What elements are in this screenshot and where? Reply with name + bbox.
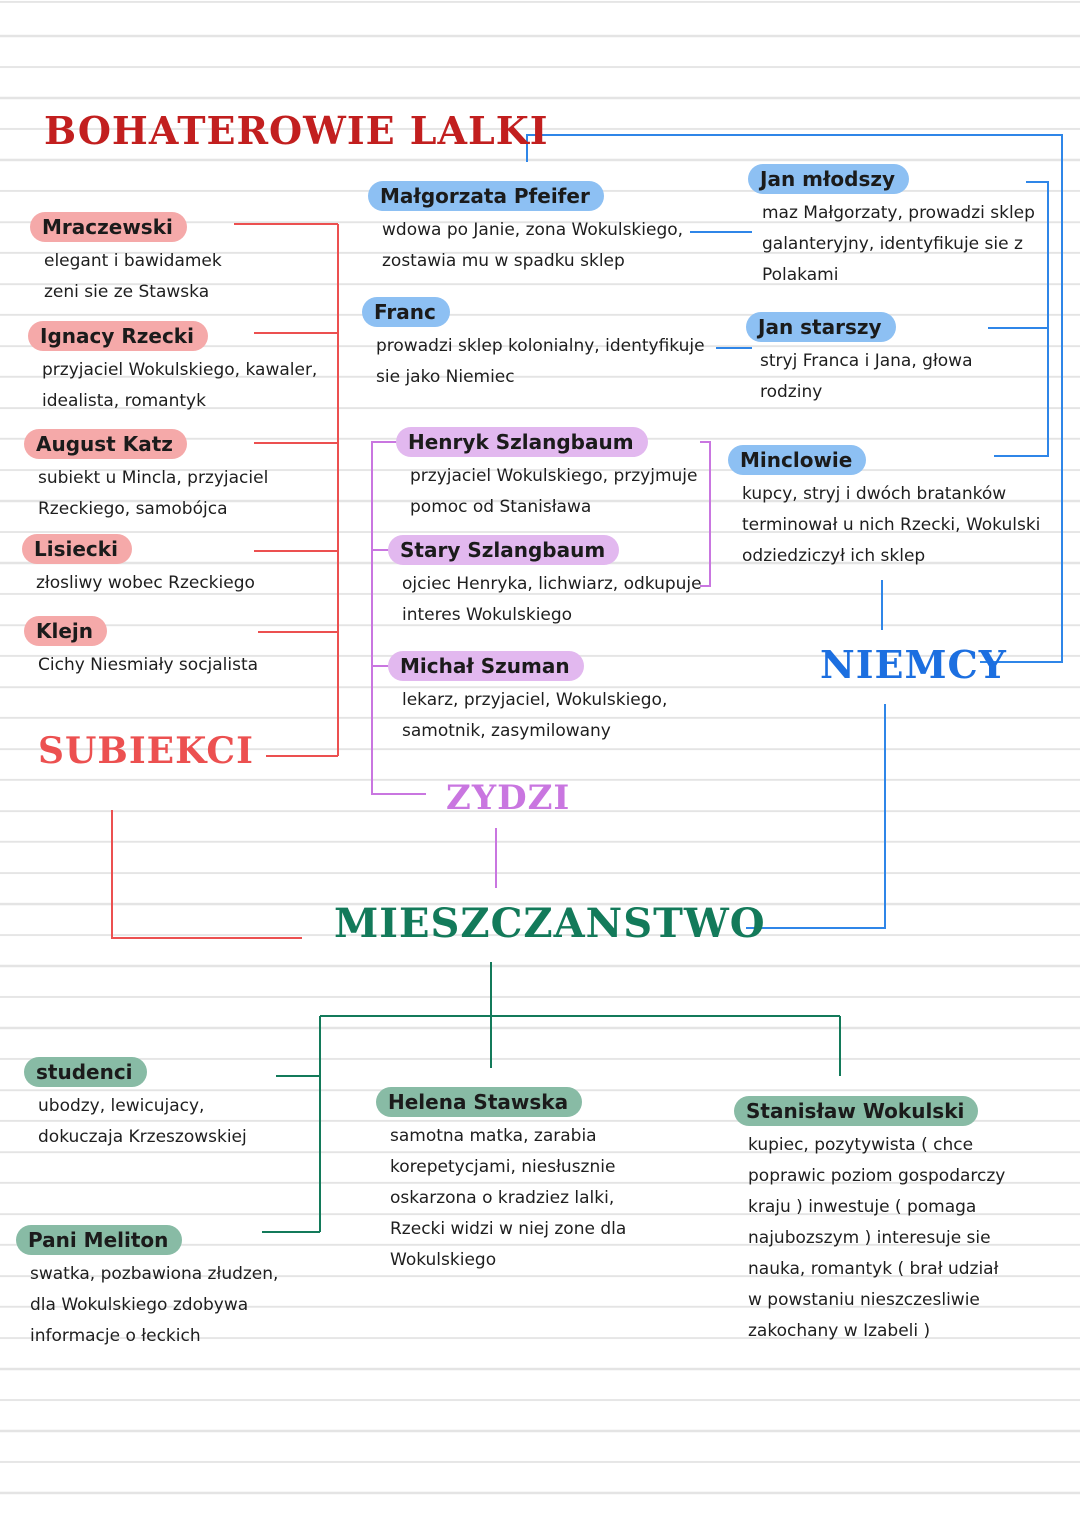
character-description: wdowa po Janie, zona Wokulskiego, zostaw…	[382, 220, 684, 271]
character-description: kupcy, stryj i dwóch bratanków terminowa…	[742, 484, 1041, 566]
character-card-jan-mlodszy: Jan młodszy maz Małgorzaty, prowadzi skl…	[748, 164, 1035, 291]
character-name: August Katz	[24, 429, 187, 459]
character-description: swatka, pozbawiona złudzen, dla Wokulski…	[30, 1264, 279, 1346]
character-card-ignacy-rzecki: Ignacy Rzecki przyjaciel Wokulskiego, ka…	[28, 321, 317, 417]
character-description: Cichy Niesmiały socjalista	[38, 655, 259, 675]
niemcy-connectors	[526, 134, 1063, 929]
character-name: Ignacy Rzecki	[28, 321, 208, 351]
group-label-mieszczanstwo: MIESZCZANSTWO	[334, 900, 766, 947]
character-name: Pani Meliton	[16, 1225, 183, 1255]
character-name: Stanisław Wokulski	[734, 1096, 979, 1126]
character-description: złosliwy wobec Rzeckiego	[36, 573, 255, 593]
character-card-stanislaw-wokulski: Stanisław Wokulski kupiec, pozytywista (…	[734, 1096, 1005, 1347]
character-name: Jan starszy	[746, 312, 896, 342]
character-card-henryk-szlangbaum: Henryk Szlangbaum przyjaciel Wokulskiego…	[396, 427, 697, 523]
character-name: Lisiecki	[22, 534, 132, 564]
character-name: Franc	[362, 297, 450, 327]
character-description: prowadzi sklep kolonialny, identyfikuje …	[376, 336, 705, 387]
character-name: Michał Szuman	[388, 651, 584, 681]
subiekci-connectors	[111, 223, 339, 939]
character-name: Minclowie	[728, 445, 867, 475]
character-name: Mraczewski	[30, 212, 187, 242]
character-card-stary-szlangbaum: Stary Szlangbaum ojciec Henryka, lichwia…	[388, 535, 702, 631]
character-name: Helena Stawska	[376, 1087, 583, 1117]
group-label-zydzi: ZYDZI	[446, 778, 571, 818]
character-description: stryj Franca i Jana, głowa rodziny	[760, 351, 973, 402]
character-name: Stary Szlangbaum	[388, 535, 620, 565]
character-description: maz Małgorzaty, prowadzi sklep galantery…	[762, 203, 1035, 285]
character-description: lekarz, przyjaciel, Wokulskiego, samotni…	[402, 690, 668, 741]
character-description: subiekt u Mincla, przyjaciel Rzeckiego, …	[38, 468, 269, 519]
zydzi-connectors	[371, 441, 711, 888]
character-description: ubodzy, lewicujacy, dokuczaja Krzeszowsk…	[38, 1096, 247, 1147]
character-card-mraczewski: Mraczewski elegant i bawidamek zeni sie …	[30, 212, 222, 308]
character-description: przyjaciel Wokulskiego, przyjmuje pomoc …	[410, 466, 698, 517]
character-card-pani-meliton: Pani Meliton swatka, pozbawiona złudzen,…	[16, 1225, 278, 1352]
character-description: samotna matka, zarabia korepetycjami, ni…	[390, 1126, 627, 1270]
character-name: Jan młodszy	[748, 164, 910, 194]
character-card-studenci: studenci ubodzy, lewicujacy, dokuczaja K…	[24, 1057, 247, 1153]
character-card-jan-starszy: Jan starszy stryj Franca i Jana, głowa r…	[746, 312, 973, 408]
character-card-minclowie: Minclowie kupcy, stryj i dwóch bratanków…	[728, 445, 1040, 572]
character-name: studenci	[24, 1057, 147, 1087]
character-name: Henryk Szlangbaum	[396, 427, 648, 457]
mieszczanstwo-connectors	[262, 962, 841, 1233]
character-name: Klejn	[24, 616, 108, 646]
character-description: kupiec, pozytywista ( chce poprawic pozi…	[748, 1135, 1006, 1341]
character-description: elegant i bawidamek zeni sie ze Stawska	[44, 251, 222, 302]
character-card-klejn: Klejn Cichy Niesmiały socjalista	[24, 616, 258, 681]
character-card-malgorzata-pfeifer: Małgorzata Pfeifer wdowa po Janie, zona …	[368, 181, 683, 277]
character-card-helena-stawska: Helena Stawska samotna matka, zarabia ko…	[376, 1087, 626, 1276]
page-title: BOHATEROWIE LALKI	[44, 108, 549, 153]
group-label-subiekci: SUBIEKCI	[38, 730, 254, 772]
character-description: ojciec Henryka, lichwiarz, odkupuje inte…	[402, 574, 702, 625]
character-name: Małgorzata Pfeifer	[368, 181, 604, 211]
group-label-niemcy: NIEMCY	[820, 642, 1007, 687]
character-card-michal-szuman: Michał Szuman lekarz, przyjaciel, Wokuls…	[388, 651, 667, 747]
character-card-franc: Franc prowadzi sklep kolonialny, identyf…	[362, 297, 705, 393]
character-description: przyjaciel Wokulskiego, kawaler, idealis…	[42, 360, 318, 411]
character-card-lisiecki: Lisiecki złosliwy wobec Rzeckiego	[22, 534, 255, 599]
character-card-august-katz: August Katz subiekt u Mincla, przyjaciel…	[24, 429, 268, 525]
